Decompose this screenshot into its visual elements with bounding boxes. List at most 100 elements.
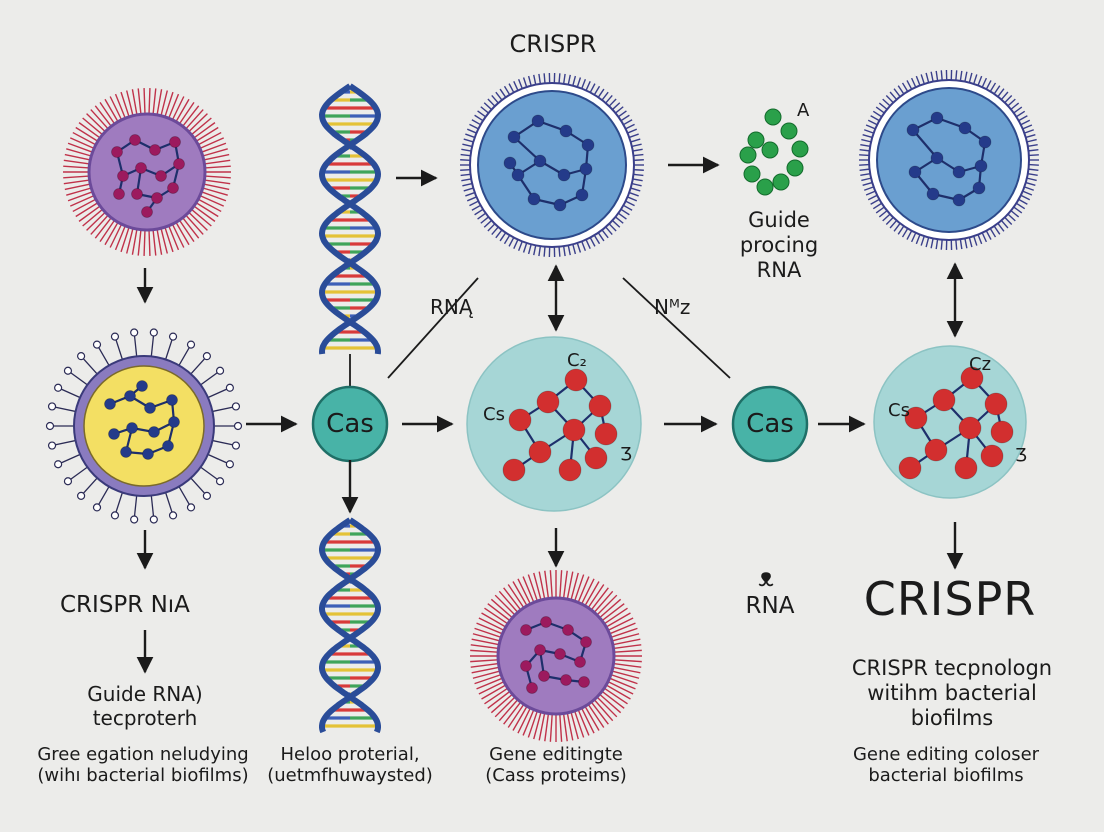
spike [522, 77, 528, 88]
spike [585, 81, 591, 91]
spike [901, 82, 909, 92]
spike [487, 603, 511, 622]
spike [168, 93, 180, 119]
spike [474, 208, 484, 216]
spike [981, 77, 988, 88]
spike [69, 194, 95, 207]
spike [471, 638, 500, 646]
molecule-node [932, 388, 956, 412]
spike [481, 612, 507, 628]
molecule-node [761, 141, 779, 159]
spike [867, 194, 878, 201]
molecule-node [520, 624, 532, 636]
spike [609, 677, 636, 690]
spike [460, 153, 471, 157]
spike [601, 690, 625, 709]
spike [870, 115, 880, 122]
spike [478, 681, 505, 695]
spike [1024, 186, 1035, 191]
spike [955, 70, 958, 81]
spike [981, 232, 988, 243]
spike [190, 117, 212, 136]
spike-tip [202, 491, 211, 500]
molecule-node [141, 206, 153, 218]
spike [878, 210, 888, 218]
spike [1028, 163, 1039, 166]
molecule-node [126, 422, 138, 434]
spike [910, 232, 917, 243]
spike [613, 644, 642, 650]
nmz-label: Nᴹz [654, 295, 691, 319]
spike-tip [186, 340, 196, 349]
spike [581, 578, 595, 605]
spike [495, 91, 503, 101]
spike [185, 109, 204, 130]
guide-rna-line-2: tecproterh [92, 705, 198, 730]
spike [503, 701, 522, 725]
spike [114, 93, 126, 119]
spike [989, 228, 997, 238]
spike [160, 90, 169, 116]
spike [985, 80, 992, 90]
blue-cell-right [859, 70, 1039, 250]
spike [572, 244, 577, 255]
spike [613, 662, 642, 668]
spike [104, 98, 119, 123]
spike [593, 234, 601, 245]
spike [558, 73, 561, 84]
spike [517, 241, 523, 251]
spike [581, 79, 587, 89]
spike [599, 693, 622, 714]
spike [522, 576, 535, 603]
molecule-node [924, 438, 948, 462]
spike [148, 229, 151, 256]
molecule-node [954, 456, 978, 480]
spike [94, 105, 112, 127]
spike [601, 91, 609, 101]
spike [64, 153, 91, 161]
spike [562, 570, 568, 599]
molecule-node [908, 165, 922, 179]
spike [878, 102, 888, 110]
cas-label-2: Cas [746, 409, 794, 439]
spike [607, 617, 634, 631]
rna-left-label: RNĄ [430, 295, 473, 319]
spike-tip [202, 352, 211, 361]
spike [1015, 110, 1026, 118]
spike [611, 102, 621, 111]
cell-body [477, 90, 627, 240]
spike [125, 228, 134, 254]
guide-proting-label: Guide procing RNA [740, 208, 818, 282]
spike [178, 219, 195, 243]
spike [78, 205, 101, 222]
spike [513, 239, 519, 249]
spike [512, 581, 528, 607]
spike-tip [110, 332, 120, 341]
spike [559, 713, 563, 742]
spike [164, 226, 174, 253]
spike [498, 699, 519, 722]
spike [538, 246, 542, 257]
molecule-node [531, 114, 545, 128]
spike [608, 98, 617, 107]
spike [143, 229, 146, 256]
spike [632, 148, 643, 152]
spike [570, 711, 579, 740]
spike [182, 105, 200, 127]
spike [199, 137, 225, 150]
spike [465, 191, 476, 197]
spike [613, 659, 642, 663]
spike [472, 670, 501, 679]
spike-tip [225, 460, 234, 469]
molecule-node [168, 416, 180, 428]
spike [462, 143, 473, 148]
spike [597, 88, 605, 98]
spike [533, 74, 537, 85]
molecule-node [528, 440, 552, 464]
spike [573, 574, 585, 602]
spike [517, 707, 531, 734]
spike [605, 226, 613, 235]
molecule-node [559, 124, 573, 138]
spike [538, 571, 546, 600]
molecule-node [167, 182, 179, 194]
